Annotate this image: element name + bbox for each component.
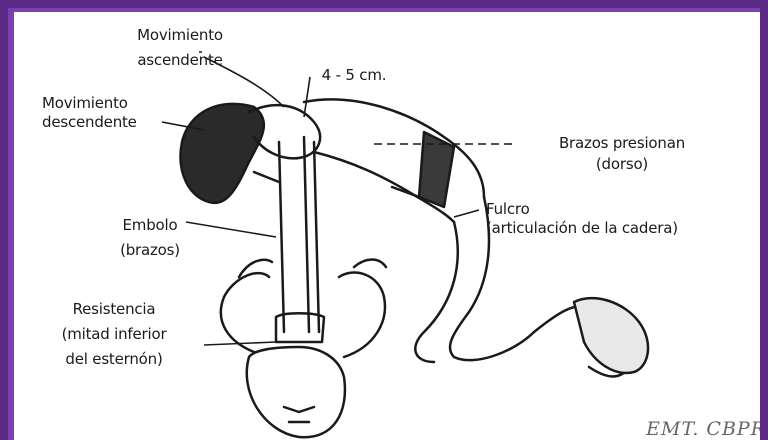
label-line: (brazos) [100, 241, 200, 260]
label-movimiento-descendente: Movimiento descendente [42, 94, 137, 132]
diagram-panel: Movimiento ascendente 4 - 5 cm. Movimien… [8, 8, 760, 440]
label-fulcro: Fulcro (articulación de la cadera) [486, 200, 678, 238]
rescuer-shoe [574, 298, 648, 373]
label-brazos-presionan: Brazos presionan (dorso) [522, 134, 722, 174]
label-embolo: Embolo (brazos) [100, 216, 200, 260]
watermark: EMT. CBPR [646, 418, 760, 440]
label-movimiento-ascendente: Movimiento ascendente [110, 26, 250, 70]
patient-head [247, 347, 345, 437]
rescuer-hair [181, 104, 264, 203]
label-line: (dorso) [522, 155, 722, 174]
label-line: (mitad inferior [24, 325, 204, 344]
rescuer-arm-left [279, 142, 284, 332]
label-line: Movimiento [110, 26, 250, 45]
label-resistencia: Resistencia (mitad inferior del esternón… [24, 300, 204, 369]
patient-arm-right [339, 273, 385, 357]
pointer-fulcro [454, 210, 479, 217]
label-distance: 4 - 5 cm. [294, 66, 414, 85]
label-line: Brazos presionan [522, 134, 722, 153]
label-line: Movimiento [42, 94, 137, 113]
label-line: descendente [42, 113, 137, 132]
label-line: Embolo [100, 216, 200, 235]
patient-arm-left [221, 273, 269, 352]
label-line: del esternón) [24, 350, 204, 369]
label-line: Resistencia [24, 300, 204, 319]
label-line: (articulación de la cadera) [486, 219, 678, 238]
rescuer-arm-right [304, 137, 309, 332]
label-line: Fulcro [486, 200, 678, 219]
label-line: ascendente [110, 51, 250, 70]
rescuer-belt [419, 132, 454, 207]
